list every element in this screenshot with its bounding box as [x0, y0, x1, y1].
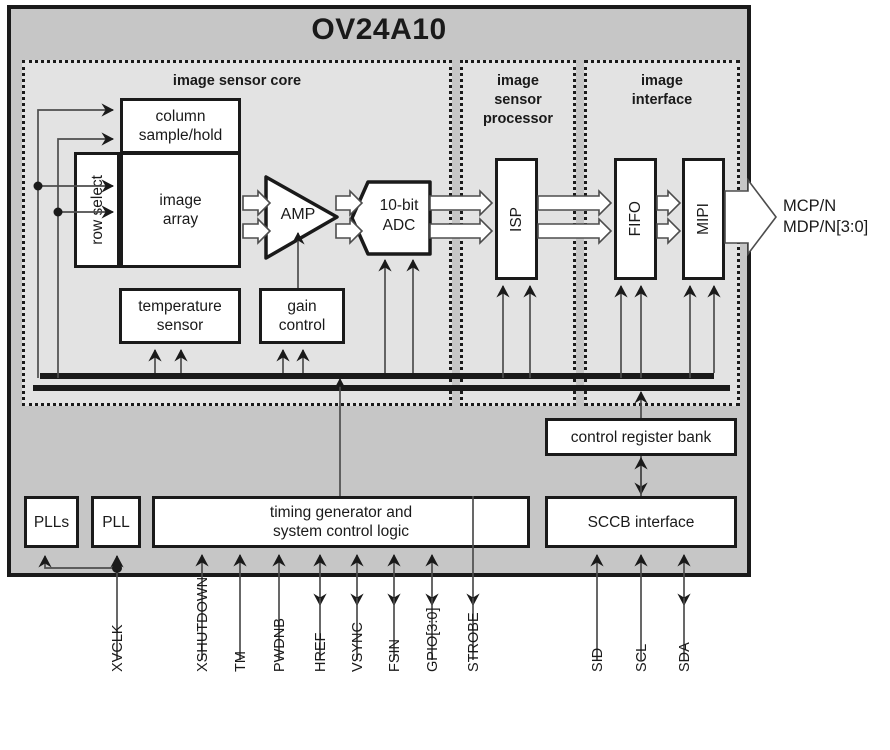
pin-label-gpio: GPIO[3:0]: [425, 607, 441, 672]
box-row-select[interactable]: row select: [74, 152, 120, 268]
box-gain-control[interactable]: gain control: [259, 288, 345, 344]
pin-label-strobe: STROBE: [466, 612, 482, 672]
box-column-sample-hold[interactable]: column sample/hold: [120, 98, 241, 154]
pin-label-pwdnb: PWDNB: [272, 618, 288, 672]
box-mipi[interactable]: MIPI: [682, 158, 725, 280]
box-adc-label: 10-bit ADC: [379, 197, 419, 234]
region-image-sensor-core-label: image sensor core: [172, 73, 302, 89]
pin-label-xshutdown: XSHUTDOWN: [195, 576, 211, 672]
pin-label-scl: SCL: [634, 643, 650, 672]
output-mipi-lines-label: MCP/N MDP/N[3:0]: [783, 197, 869, 236]
pin-label-href: HREF: [313, 632, 329, 672]
pin-label-vsync: VSYNC: [350, 622, 366, 672]
box-sccb-interface[interactable]: SCCB interface: [545, 496, 737, 548]
box-row-select-label: row select: [88, 175, 106, 245]
box-fifo-label: FIFO: [627, 201, 644, 237]
pin-label-tm: TM: [233, 651, 249, 672]
region-image-interface-label: image interface: [631, 73, 693, 108]
region-image-sensor-processor-label: image sensor processor: [482, 73, 554, 127]
internal-bus-upper: [40, 373, 714, 379]
internal-bus-lower: [33, 385, 730, 391]
box-image-array[interactable]: image array: [120, 152, 241, 268]
box-temperature-sensor[interactable]: temperature sensor: [119, 288, 241, 344]
pin-label-fsin: FSIN: [387, 638, 403, 672]
pin-label-sda: SDA: [677, 642, 693, 672]
box-plls[interactable]: PLLs: [24, 496, 79, 548]
page-title: OV24A10: [311, 13, 447, 46]
box-isp-label: ISP: [508, 206, 525, 232]
box-amp-label: AMP: [280, 206, 316, 223]
box-mipi-label: MIPI: [695, 203, 712, 235]
box-pll[interactable]: PLL: [91, 496, 141, 548]
box-isp[interactable]: ISP: [495, 158, 538, 280]
pin-label-sid: SID: [590, 647, 606, 672]
pin-label-xvclk: XVCLK: [110, 624, 126, 672]
box-fifo[interactable]: FIFO: [614, 158, 657, 280]
box-control-register-bank[interactable]: control register bank: [545, 418, 737, 456]
box-timing-generator[interactable]: timing generator and system control logi…: [152, 496, 530, 548]
